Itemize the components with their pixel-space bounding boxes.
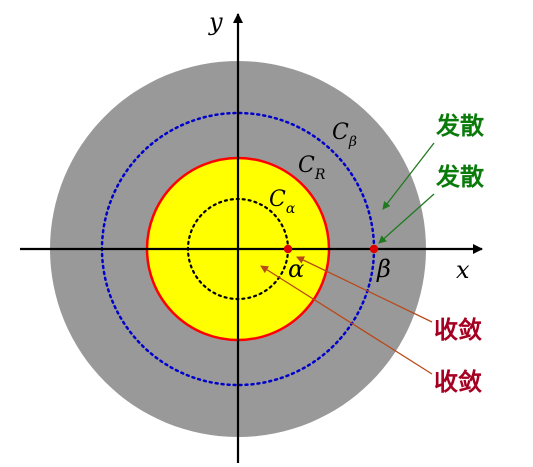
c-beta-letter: C: [332, 120, 349, 145]
alpha-point: [283, 244, 293, 254]
converge-label-2: 收敛: [434, 368, 482, 396]
diverge-arrow-2: [378, 193, 435, 244]
c-alpha-subscript: α: [286, 201, 296, 217]
c-r-subscript: R: [314, 167, 326, 183]
c-beta-subscript: β: [348, 134, 357, 150]
converge-arrow-2: [260, 265, 433, 375]
x-axis-label: x: [456, 256, 470, 284]
diverge-label-2: 发散: [435, 163, 484, 191]
diverge-label-1: 发散: [435, 112, 484, 140]
c-alpha-letter: C: [269, 187, 286, 212]
c-r-label: CR: [298, 153, 326, 183]
converge-arrow-1: [296, 256, 433, 323]
c-beta-label: Cβ: [332, 120, 357, 150]
diverge-arrow-1: [382, 142, 435, 210]
beta-point: [369, 244, 379, 254]
c-alpha-label: Cα: [269, 187, 296, 217]
alpha-label: α: [288, 255, 304, 283]
y-axis-label: y: [208, 8, 223, 36]
beta-label: β: [376, 255, 391, 283]
converge-label-1: 收敛: [434, 316, 482, 344]
c-r-letter: C: [298, 153, 315, 178]
